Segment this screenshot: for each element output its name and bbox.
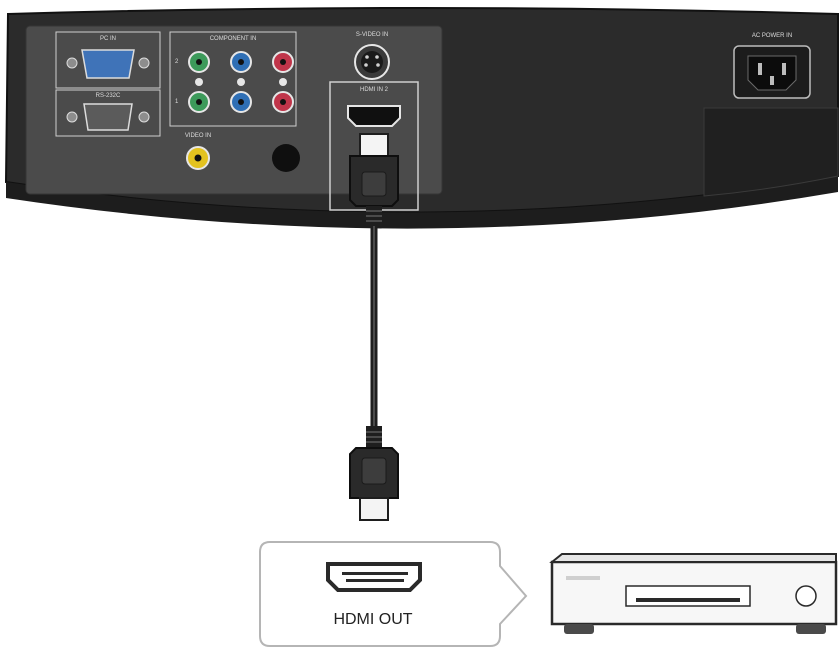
s-video-in-port: S-VIDEO IN bbox=[354, 32, 390, 80]
power-inlet: AC POWER IN bbox=[733, 33, 811, 99]
component-row-1-label: 1 bbox=[175, 99, 179, 105]
power-label: AC POWER IN bbox=[752, 33, 792, 39]
device-knob bbox=[795, 585, 817, 607]
pc-in-port: PC IN bbox=[55, 31, 161, 89]
hdmi-out-socket-icon bbox=[326, 562, 422, 592]
rs232c-port: RS-232C bbox=[55, 89, 161, 137]
video-in-label: VIDEO IN bbox=[185, 133, 211, 139]
hdmi-out-label: HDMI OUT bbox=[333, 611, 412, 628]
component-in-ports: COMPONENT IN 2 1 bbox=[169, 31, 297, 127]
disc-tray bbox=[625, 585, 751, 607]
vga-connector bbox=[81, 49, 135, 79]
device-foot bbox=[796, 624, 826, 634]
hdmi-in-label: HDMI IN 2 bbox=[360, 87, 389, 93]
device-foot bbox=[564, 624, 594, 634]
callout-bubble bbox=[259, 541, 528, 647]
serial-connector bbox=[83, 103, 133, 131]
hdmi-socket-icon bbox=[347, 105, 401, 127]
ir-receiver bbox=[272, 144, 300, 172]
component-row-2-label: 2 bbox=[175, 59, 179, 65]
rs232c-label: RS-232C bbox=[96, 93, 121, 99]
video-in-port: VIDEO IN bbox=[185, 133, 211, 170]
source-device bbox=[549, 553, 838, 634]
projector-rear bbox=[4, 7, 839, 229]
power-housing bbox=[703, 107, 839, 197]
hdmi-cable bbox=[349, 133, 399, 521]
s-video-in-label: S-VIDEO IN bbox=[356, 32, 388, 38]
projector-base-edge bbox=[6, 176, 838, 229]
component-in-label: COMPONENT IN bbox=[210, 36, 257, 42]
hdmi-in-port: HDMI IN 2 bbox=[329, 81, 419, 211]
hdmi-out-callout: HDMI OUT bbox=[259, 541, 528, 647]
hdmi-plug-top bbox=[349, 133, 399, 226]
pc-in-label: PC IN bbox=[100, 36, 116, 42]
hdmi-plug-bottom bbox=[349, 426, 399, 521]
